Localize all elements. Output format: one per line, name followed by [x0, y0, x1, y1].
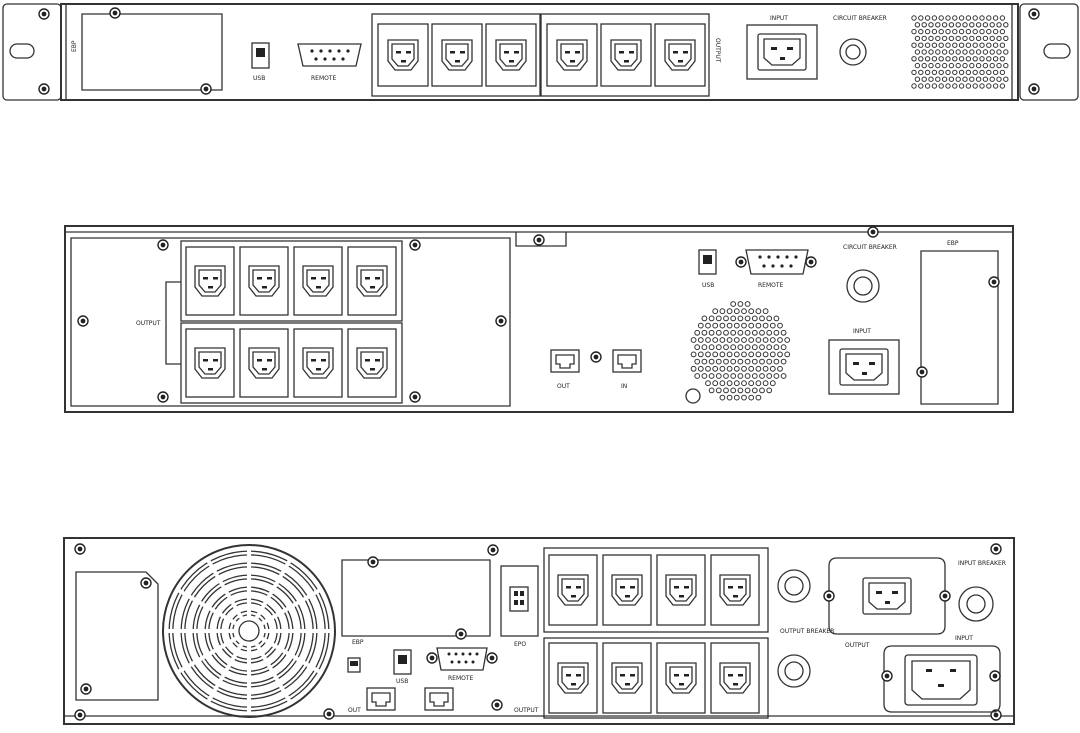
- unit3-ebp-label: EBP: [352, 639, 364, 646]
- unit2a-out-label: OUT: [557, 383, 570, 390]
- unit2a-breaker-label: CIRCUIT BREAKER: [843, 244, 897, 251]
- unit1-output-label: OUTPUT: [714, 38, 721, 63]
- unit-2u-b: EBP USB REMOTE OUT EPO: [63, 537, 1015, 725]
- unit3-output-label: OUTPUT: [514, 707, 539, 714]
- unit1-outlets: [377, 23, 706, 87]
- unit2a-remote-label: REMOTE: [758, 282, 784, 289]
- unit3-db9-pins: [447, 652, 479, 664]
- unit3-outlets: [548, 554, 760, 714]
- unit3-input-label: INPUT: [955, 635, 973, 642]
- unit1-usb-label: USB: [253, 75, 265, 82]
- unit-1u: EBP USB REMOTE OUTPUT INPUT CIRCUIT BREA…: [2, 3, 1079, 101]
- unit3-input-breaker-label: INPUT BREAKER: [958, 560, 1006, 567]
- unit3-fan: [162, 544, 336, 718]
- unit1-db9-pins: [310, 49, 350, 61]
- unit1-ebp-label: EBP: [71, 40, 78, 52]
- unit3-usb-label: USB: [396, 678, 408, 685]
- unit2a-outlets: [185, 246, 397, 398]
- unit2a-usb-label: USB: [702, 282, 714, 289]
- unit2a-ebp-label: EBP: [947, 240, 959, 247]
- unit3-epo-label: EPO: [514, 641, 526, 648]
- unit-2u-a: OUTPUT USB REMOTE CIRCUIT BREAKER EBP IN…: [64, 225, 1014, 413]
- unit2a-input-label: INPUT: [853, 328, 871, 335]
- unit2a-output-label: OUTPUT: [136, 320, 161, 327]
- unit1-vent: [911, 15, 1009, 89]
- unit2a-vent: [690, 301, 791, 401]
- unit2a-db9-pins: [758, 255, 798, 268]
- unit1-remote-label: REMOTE: [311, 75, 337, 82]
- unit3-output-c19-label: OUTPUT: [845, 642, 870, 649]
- unit3-out-label: OUT: [348, 707, 361, 714]
- unit1-input-label: INPUT: [770, 15, 788, 22]
- unit2a-in-label: IN: [621, 383, 627, 390]
- unit3-remote-label: REMOTE: [448, 675, 474, 682]
- unit1-breaker-label: CIRCUIT BREAKER: [833, 15, 887, 22]
- unit3-output-breaker-label: OUTPUT BREAKER: [780, 628, 834, 635]
